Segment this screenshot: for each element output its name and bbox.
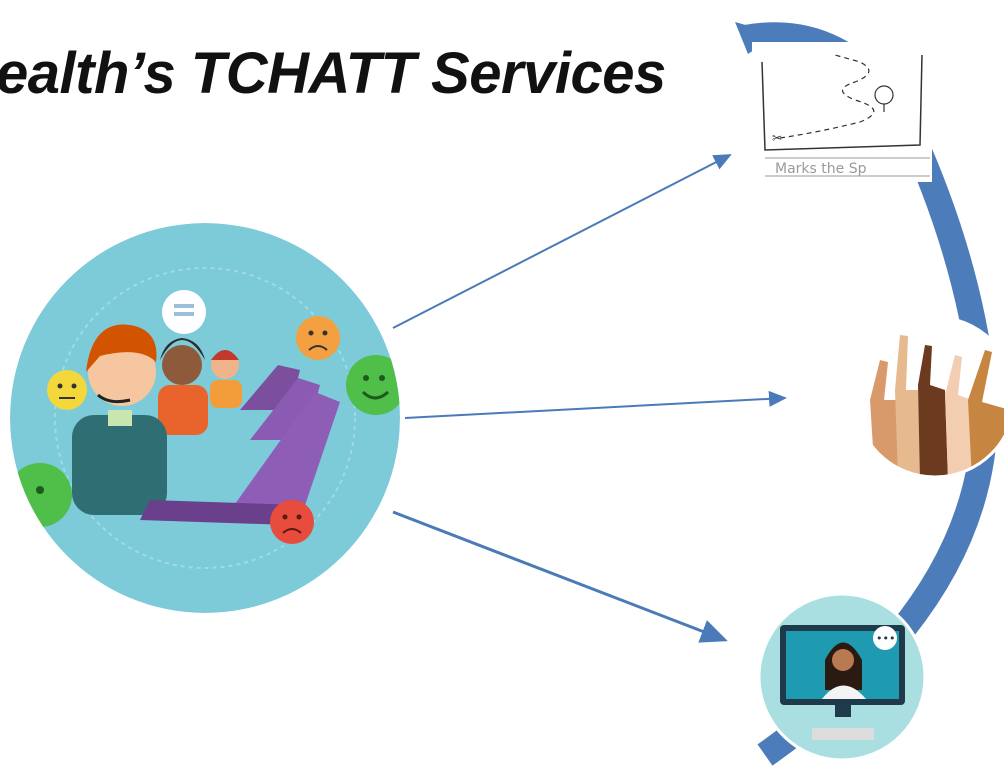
sad-face-icon (296, 316, 340, 360)
arrow-to-map (392, 154, 732, 329)
map-caption: Marks the Sp (775, 161, 867, 177)
arrow-to-hands (404, 390, 787, 419)
call-center-illustration (10, 223, 400, 613)
slide-title: ealth’s TCHATT Services (0, 41, 666, 106)
arrow-to-telehealth (392, 510, 728, 643)
raised-hands-image (853, 315, 1004, 479)
treasure-map-image: ✂ Marks the Sp (752, 42, 932, 182)
neutral-face-icon (47, 370, 87, 410)
happy-face-icon-left (10, 463, 72, 527)
telehealth-image: ••• (757, 592, 927, 762)
happy-face-icon (346, 355, 400, 415)
svg-text:•••: ••• (876, 632, 895, 645)
svg-text:✂: ✂ (772, 131, 782, 145)
angry-face-icon (270, 500, 314, 544)
